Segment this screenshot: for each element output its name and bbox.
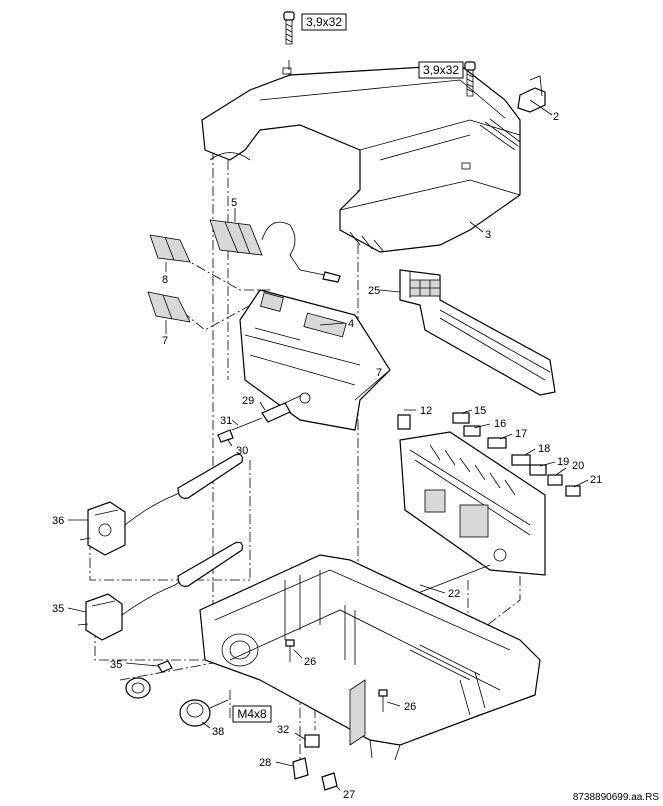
label-part-29: 29 bbox=[242, 395, 254, 407]
switch-32 bbox=[304, 734, 320, 748]
screw-right bbox=[464, 61, 476, 97]
label-part-27: 27 bbox=[343, 789, 355, 801]
screw-top bbox=[283, 11, 295, 45]
thermostat-36 bbox=[79, 453, 243, 556]
label-part-28: 28 bbox=[259, 757, 271, 769]
label-part-36: 36 bbox=[52, 515, 64, 527]
label-part-31: 31 bbox=[220, 415, 232, 427]
label-part-5: 5 bbox=[231, 197, 237, 209]
knob-35 bbox=[125, 660, 173, 699]
screw-label-top: 3,9x32 bbox=[301, 13, 347, 31]
label-part-35: 35 bbox=[52, 603, 64, 615]
circuit-cover bbox=[399, 269, 556, 396]
label-part-18: 18 bbox=[538, 443, 550, 455]
base-housing bbox=[199, 554, 541, 761]
label-part-2: 2 bbox=[553, 111, 559, 123]
screw-26a bbox=[285, 639, 295, 662]
label-part-3: 3 bbox=[485, 229, 491, 241]
leader-lines bbox=[67, 99, 589, 791]
switch-27 bbox=[321, 772, 338, 791]
knob-38 bbox=[179, 699, 229, 727]
screw-label-bottom: M4x8 bbox=[232, 705, 272, 723]
label-part-12: 12 bbox=[420, 405, 432, 417]
screw-size-right: 3,9x32 bbox=[423, 63, 459, 77]
label-part-19: 19 bbox=[557, 456, 569, 468]
label-part-16: 16 bbox=[494, 418, 506, 430]
label-part-7: 7 bbox=[162, 335, 168, 347]
panel-8 bbox=[149, 234, 191, 263]
label-part-35-knob: 35 bbox=[110, 659, 122, 671]
screw-size-bottom: M4x8 bbox=[237, 707, 267, 721]
label-part-38: 38 bbox=[212, 726, 224, 738]
label-part-7-panel: 7 bbox=[376, 367, 382, 379]
knob-shaft bbox=[217, 395, 301, 443]
label-part-26a: 26 bbox=[304, 656, 316, 668]
label-part-26b: 26 bbox=[404, 701, 416, 713]
drawing-code: 8738890699.aa.RS bbox=[573, 792, 660, 803]
switch-28 bbox=[292, 757, 309, 780]
label-part-20: 20 bbox=[572, 460, 584, 472]
screw-26b bbox=[378, 689, 388, 712]
label-part-30: 30 bbox=[236, 445, 248, 457]
thermostat-35 bbox=[77, 541, 243, 641]
label-part-15: 15 bbox=[474, 405, 486, 417]
label-part-21: 21 bbox=[590, 474, 602, 486]
top-cover bbox=[201, 64, 521, 253]
screw-label-right: 3,9x32 bbox=[418, 61, 464, 79]
screw-size-top: 3,9x32 bbox=[306, 15, 342, 29]
label-part-4: 4 bbox=[348, 318, 354, 330]
label-part-17: 17 bbox=[515, 428, 527, 440]
label-part-32: 32 bbox=[277, 724, 289, 736]
panel-7 bbox=[147, 291, 191, 323]
part-numbers: 2 3 4 5 8 7 7 25 29 31 30 12 15 16 17 18… bbox=[52, 111, 602, 801]
connectors bbox=[397, 412, 581, 497]
label-part-22: 22 bbox=[448, 588, 460, 600]
window-labels bbox=[209, 219, 341, 283]
circuit-board bbox=[399, 431, 546, 576]
label-part-8: 8 bbox=[162, 274, 168, 286]
label-part-25: 25 bbox=[368, 285, 380, 297]
front-panel bbox=[239, 289, 391, 431]
bracket bbox=[517, 75, 546, 113]
